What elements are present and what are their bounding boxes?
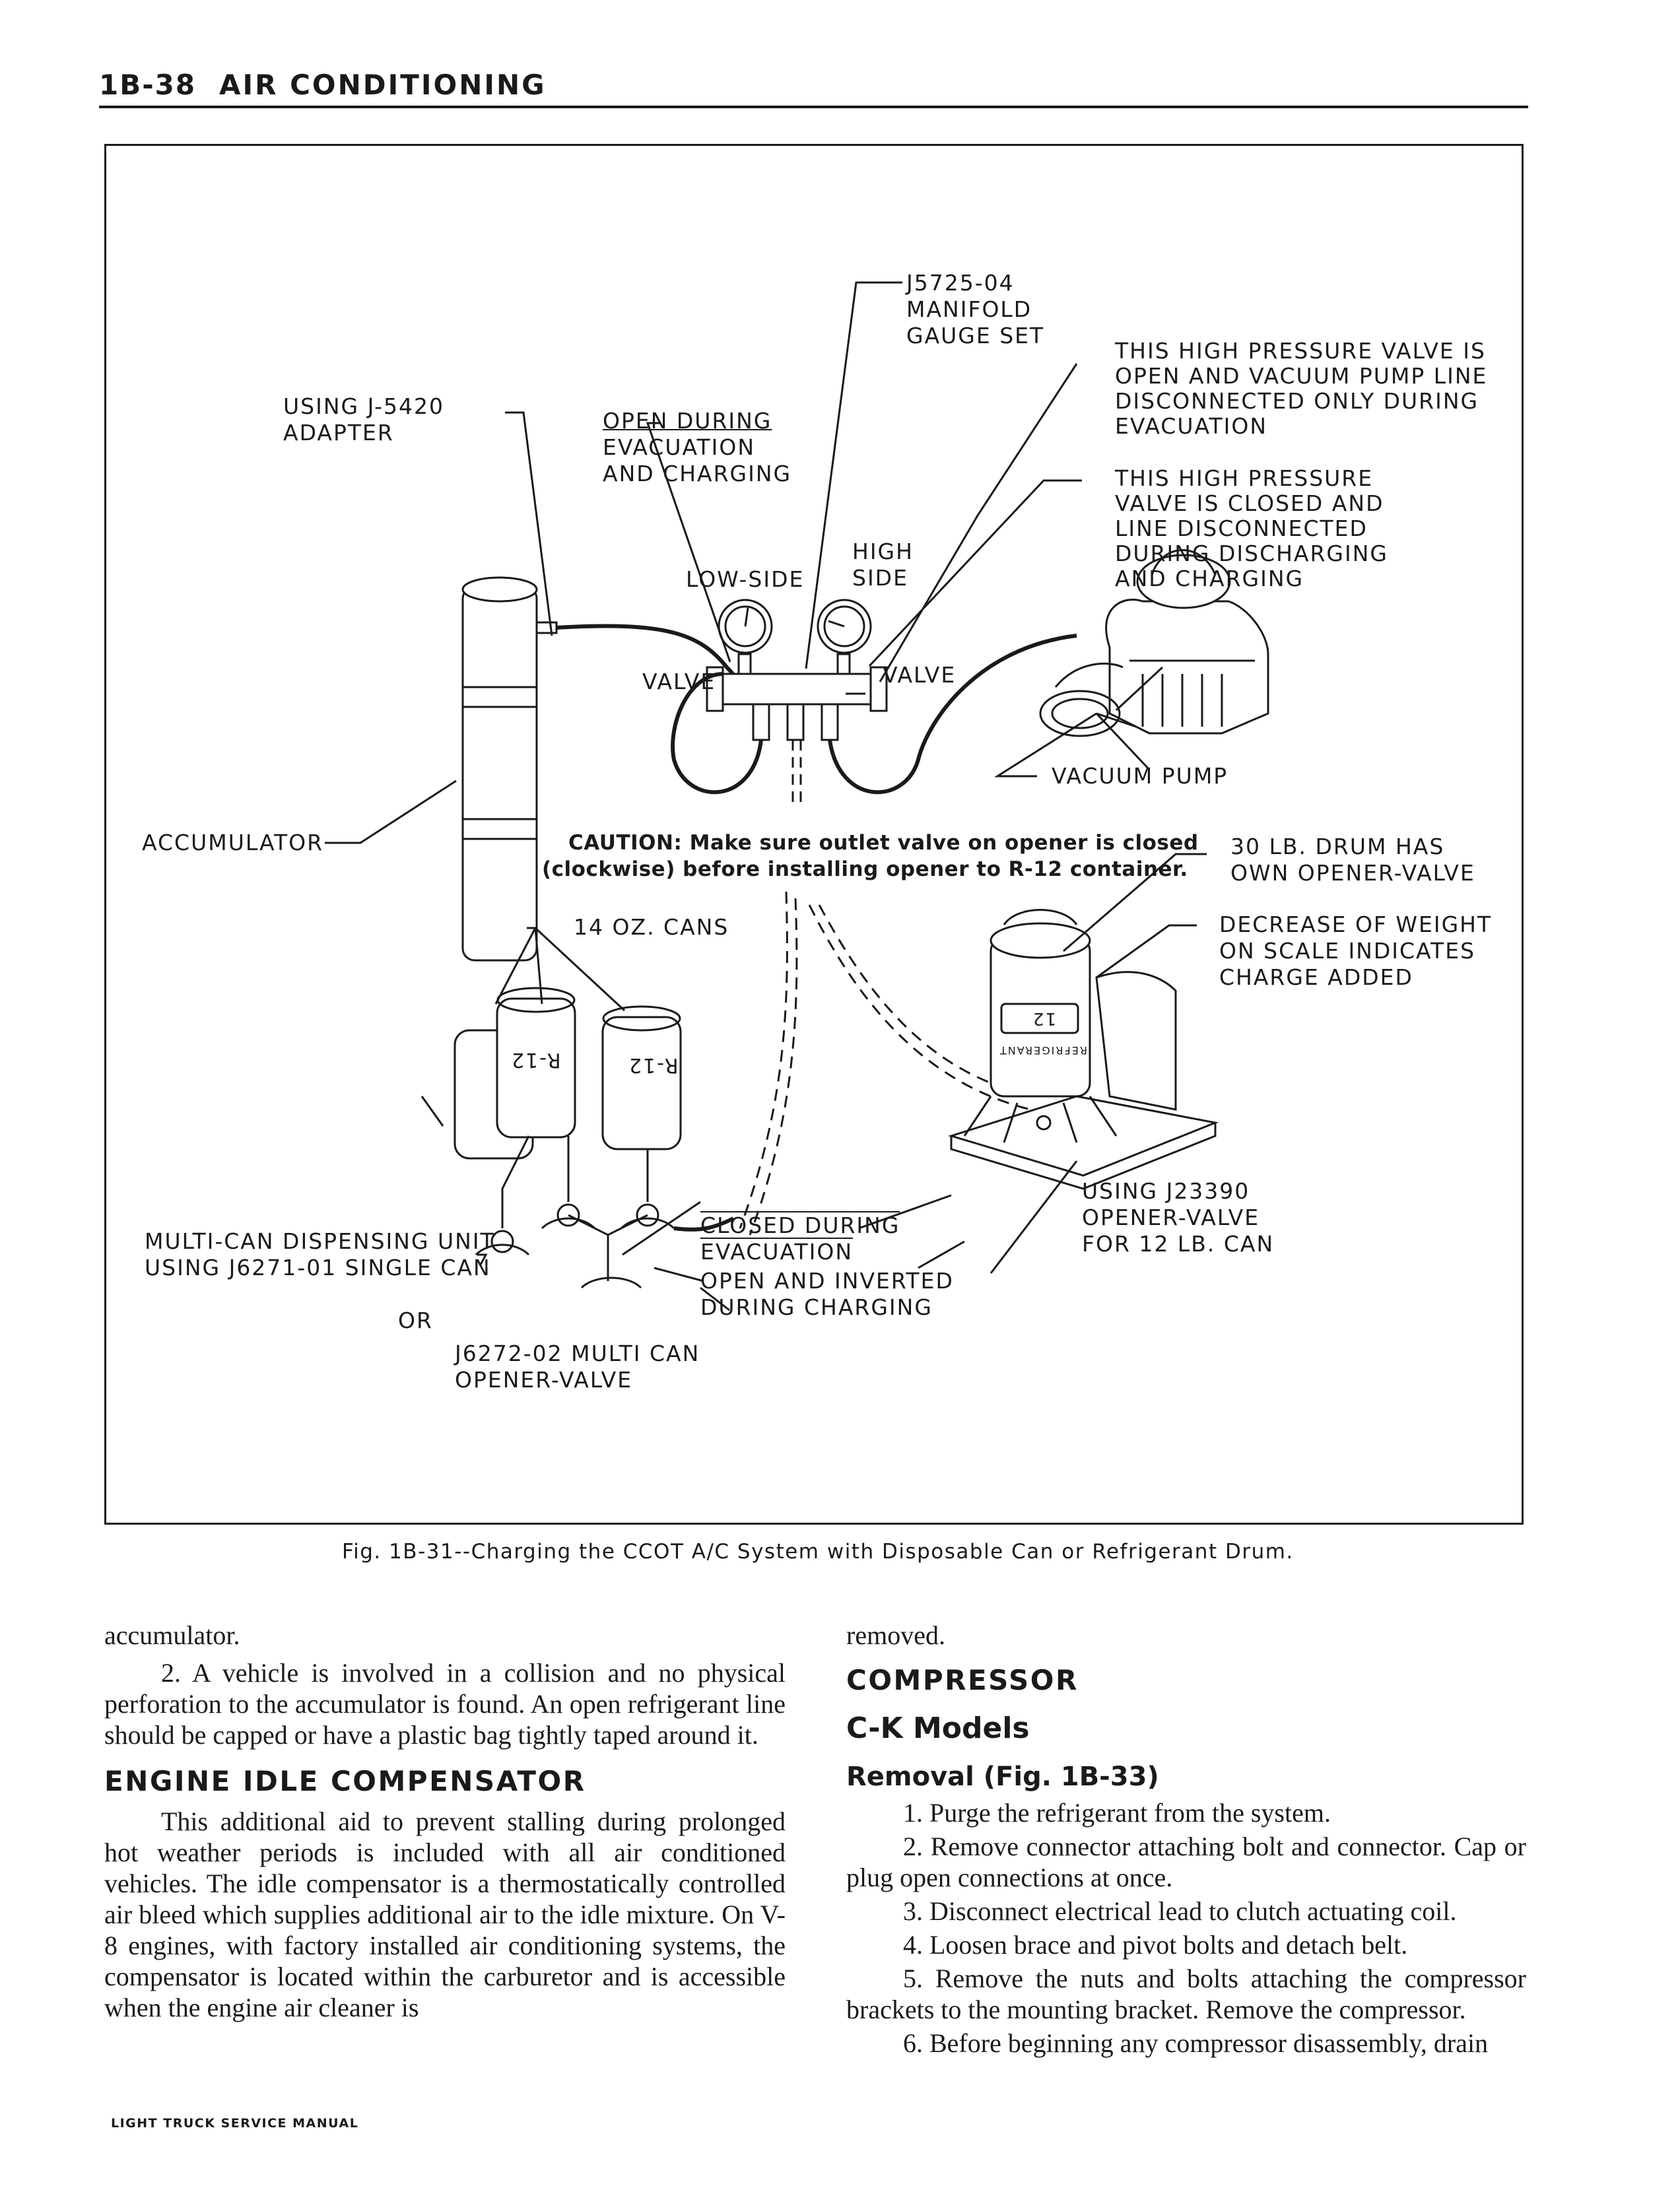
heading-engine-idle-compensator: ENGINE IDLE COMPENSATOR: [104, 1765, 586, 1797]
left-paragraph-1: accumulator.: [104, 1620, 240, 1650]
right-column: removed. COMPRESSOR C-K Models Removal (…: [846, 1620, 1526, 2059]
hose-high: [828, 634, 1077, 795]
label-adapter: USING J-5420 ADAPTER: [283, 393, 445, 446]
label-low-side: LOW-SIDE: [686, 566, 805, 592]
label-gauge-set: J5725-04 MANIFOLD GAUGE SET: [906, 270, 1045, 348]
drum-label-text: REFRIGERANT: [999, 1044, 1087, 1057]
label-or: OR: [398, 1308, 433, 1333]
step-6: 6. Before beginning any compressor disas…: [903, 2028, 1489, 2058]
figure-frame: J5725-04 MANIFOLD GAUGE SET THIS HIGH PR…: [104, 144, 1524, 1525]
heading-removal: Removal (Fig. 1B-33): [846, 1762, 1159, 1792]
section-title: AIR CONDITIONING: [219, 69, 547, 101]
charging-diagram: [325, 281, 1269, 1311]
step-4: 4. Loosen brace and pivot bolts and deta…: [903, 1930, 1408, 1960]
left-column: accumulator. 2. A vehicle is involved in…: [104, 1620, 786, 2023]
header-rule: [99, 106, 1528, 108]
heading-ck-models: C-K Models: [846, 1711, 1030, 1745]
heading-compressor: COMPRESSOR: [846, 1664, 1079, 1696]
label-cans: 14 OZ. CANS: [574, 914, 729, 940]
label-valve-right: VALVE: [883, 662, 957, 688]
right-paragraph-1: removed.: [846, 1620, 945, 1650]
label-open-evac: OPEN DURING EVACUATION AND CHARGING: [603, 408, 792, 486]
label-j6272: J6272-02 MULTI CAN OPENER-VALVE: [455, 1341, 700, 1393]
refrigerant-drum-scale: [947, 909, 1219, 1190]
multi-can-unit: [420, 987, 735, 1289]
label-closed-during: CLOSED DURING EVACUATION: [700, 1212, 900, 1265]
label-j23390: USING J23390 OPENER-VALVE FOR 12 LB. CAN: [1082, 1178, 1275, 1257]
step-2: 2. Remove connector attaching bolt and c…: [846, 1832, 1526, 1892]
page-footer: LIGHT TRUCK SERVICE MANUAL: [111, 2116, 359, 2131]
drum-label-number: 12: [1032, 1009, 1057, 1028]
can-label-1: R-12: [510, 1048, 561, 1071]
leader-lines: [325, 281, 1207, 1311]
caution-line-2: (clockwise) before installing opener to …: [542, 857, 1188, 881]
label-accumulator: ACCUMULATOR: [142, 830, 324, 855]
manifold-gauge-set: [706, 599, 888, 741]
label-multi-can: MULTI-CAN DISPENSING UNIT USING J6271-01…: [145, 1228, 495, 1280]
vacuum-pump-drawing: [1039, 549, 1269, 737]
page-header: 1B-38 AIR CONDITIONING: [99, 69, 1528, 108]
label-high-closed: THIS HIGH PRESSURE VALVE IS CLOSED AND L…: [1115, 465, 1388, 591]
can-label-2: R-12: [628, 1053, 679, 1077]
label-vacuum-pump: VACUUM PUMP: [1052, 763, 1228, 789]
left-paragraph-3: This additional aid to prevent stalling …: [104, 1807, 786, 2022]
step-1: 1. Purge the refrigerant from the system…: [903, 1798, 1331, 1828]
left-paragraph-2: 2. A vehicle is involved in a collision …: [104, 1658, 786, 1750]
label-valve-left: VALVE: [642, 669, 716, 694]
label-open-inverted: OPEN AND INVERTED DURING CHARGING: [700, 1268, 954, 1320]
label-high-open: THIS HIGH PRESSURE VALVE IS OPEN AND VAC…: [1115, 338, 1488, 439]
hose-low: [671, 672, 763, 795]
page-number: 1B-38: [99, 69, 197, 101]
step-3: 3. Disconnect electrical lead to clutch …: [903, 1896, 1457, 1926]
label-drum: 30 LB. DRUM HAS OWN OPENER-VALVE: [1230, 834, 1475, 886]
step-5: 5. Remove the nuts and bolts attaching t…: [846, 1964, 1526, 2024]
label-weight: DECREASE OF WEIGHT ON SCALE INDICATES CH…: [1219, 912, 1493, 990]
accumulator-drawing: [461, 576, 558, 962]
figure-caption: Fig. 1B-31--Charging the CCOT A/C System…: [342, 1540, 1294, 1564]
caution-line-1: CAUTION: Make sure outlet valve on opene…: [568, 831, 1199, 855]
label-high-side: HIGH SIDE: [852, 539, 914, 591]
